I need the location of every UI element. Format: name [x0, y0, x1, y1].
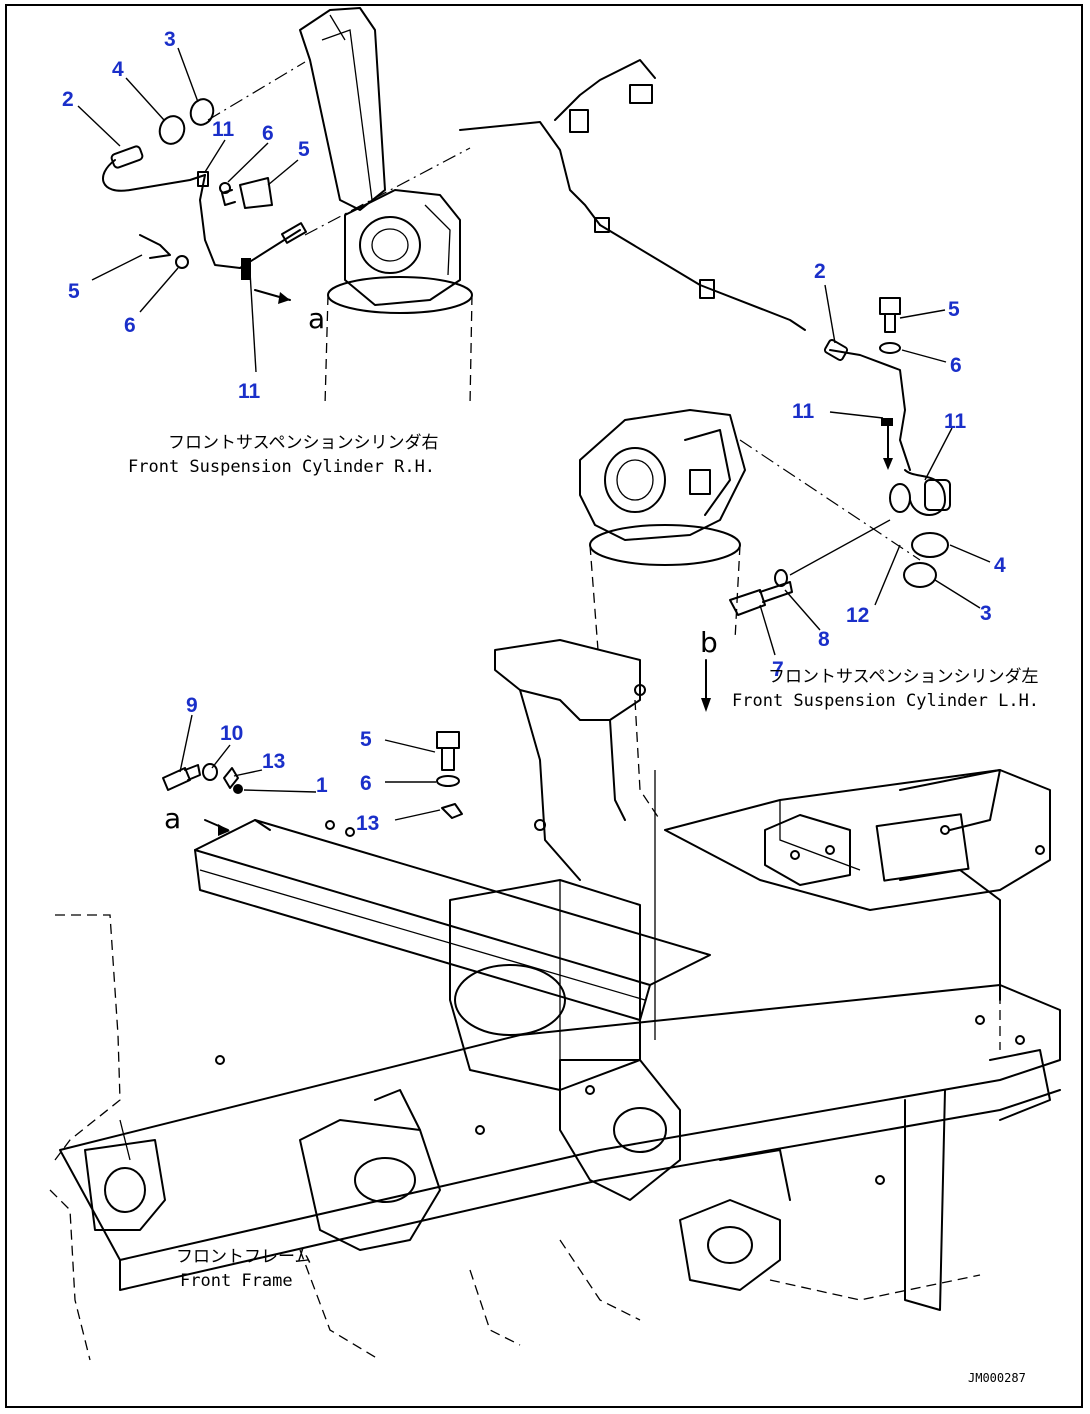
front-suspension-cylinder-lh	[579, 409, 921, 651]
callout-lh-2: 2	[814, 260, 826, 283]
callout-leader-lines	[77, 47, 991, 821]
callout-lh-8: 8	[818, 628, 830, 651]
callout-rh-11-bottom: 11	[238, 380, 261, 403]
callout-rh-4: 4	[112, 58, 124, 81]
page-border	[5, 4, 1083, 1408]
callout-lh-12: 12	[846, 604, 869, 627]
callout-fr-1: 1	[316, 774, 328, 797]
ref-letter-b-lh: b	[700, 626, 718, 659]
callout-rh-6-top: 6	[262, 122, 274, 145]
callout-rh-11-top: 11	[212, 118, 235, 141]
lh-sensor-harness	[701, 297, 951, 712]
caption-cylinder-rh-en: Front Suspension Cylinder R.H.	[128, 457, 435, 477]
callout-fr-6: 6	[360, 772, 372, 795]
ref-letter-a-rh: a	[308, 302, 325, 335]
callout-lh-3: 3	[980, 602, 992, 625]
callout-fr-10: 10	[220, 722, 243, 745]
drawing-number: JM000287	[968, 1371, 1026, 1385]
callout-fr-13-top: 13	[262, 750, 285, 773]
callout-numbers: 2 4 3 11 6 5 5 6 11 2 5 6 11 11 4 3 12 8…	[62, 28, 1006, 835]
caption-cylinder-rh-jp: フロントサスペンションシリンダ右	[168, 433, 438, 453]
callout-lh-6: 6	[950, 354, 962, 377]
rh-sensor-harness	[102, 61, 471, 304]
caption-front-frame-jp: フロントフレーム	[176, 1247, 312, 1267]
rh-harness-routing	[459, 59, 806, 331]
callout-rh-2: 2	[62, 88, 74, 111]
callout-lh-11-right: 11	[944, 410, 967, 433]
caption-cylinder-lh-en: Front Suspension Cylinder L.H.	[732, 691, 1039, 711]
callout-lh-11-left: 11	[792, 400, 815, 423]
callout-fr-13-bottom: 13	[356, 812, 379, 835]
callout-rh-3: 3	[164, 28, 176, 51]
caption-front-frame-en: Front Frame	[180, 1271, 293, 1291]
front-frame	[49, 639, 1061, 1361]
caption-cylinder-lh-jp: フロントサスペンションシリンダ左	[768, 667, 1038, 687]
callout-lh-7: 7	[772, 658, 784, 681]
callout-rh-5-left: 5	[68, 280, 80, 303]
callout-fr-5: 5	[360, 728, 372, 751]
callout-lh-4: 4	[994, 554, 1006, 577]
callout-lh-5: 5	[948, 298, 960, 321]
callout-rh-6-left: 6	[124, 314, 136, 337]
frame-sensor-parts	[162, 731, 463, 836]
callout-rh-5-top: 5	[298, 138, 310, 161]
front-suspension-cylinder-rh	[299, 7, 473, 406]
ref-letter-a-frame: a	[164, 802, 181, 835]
callout-fr-9: 9	[186, 694, 198, 717]
